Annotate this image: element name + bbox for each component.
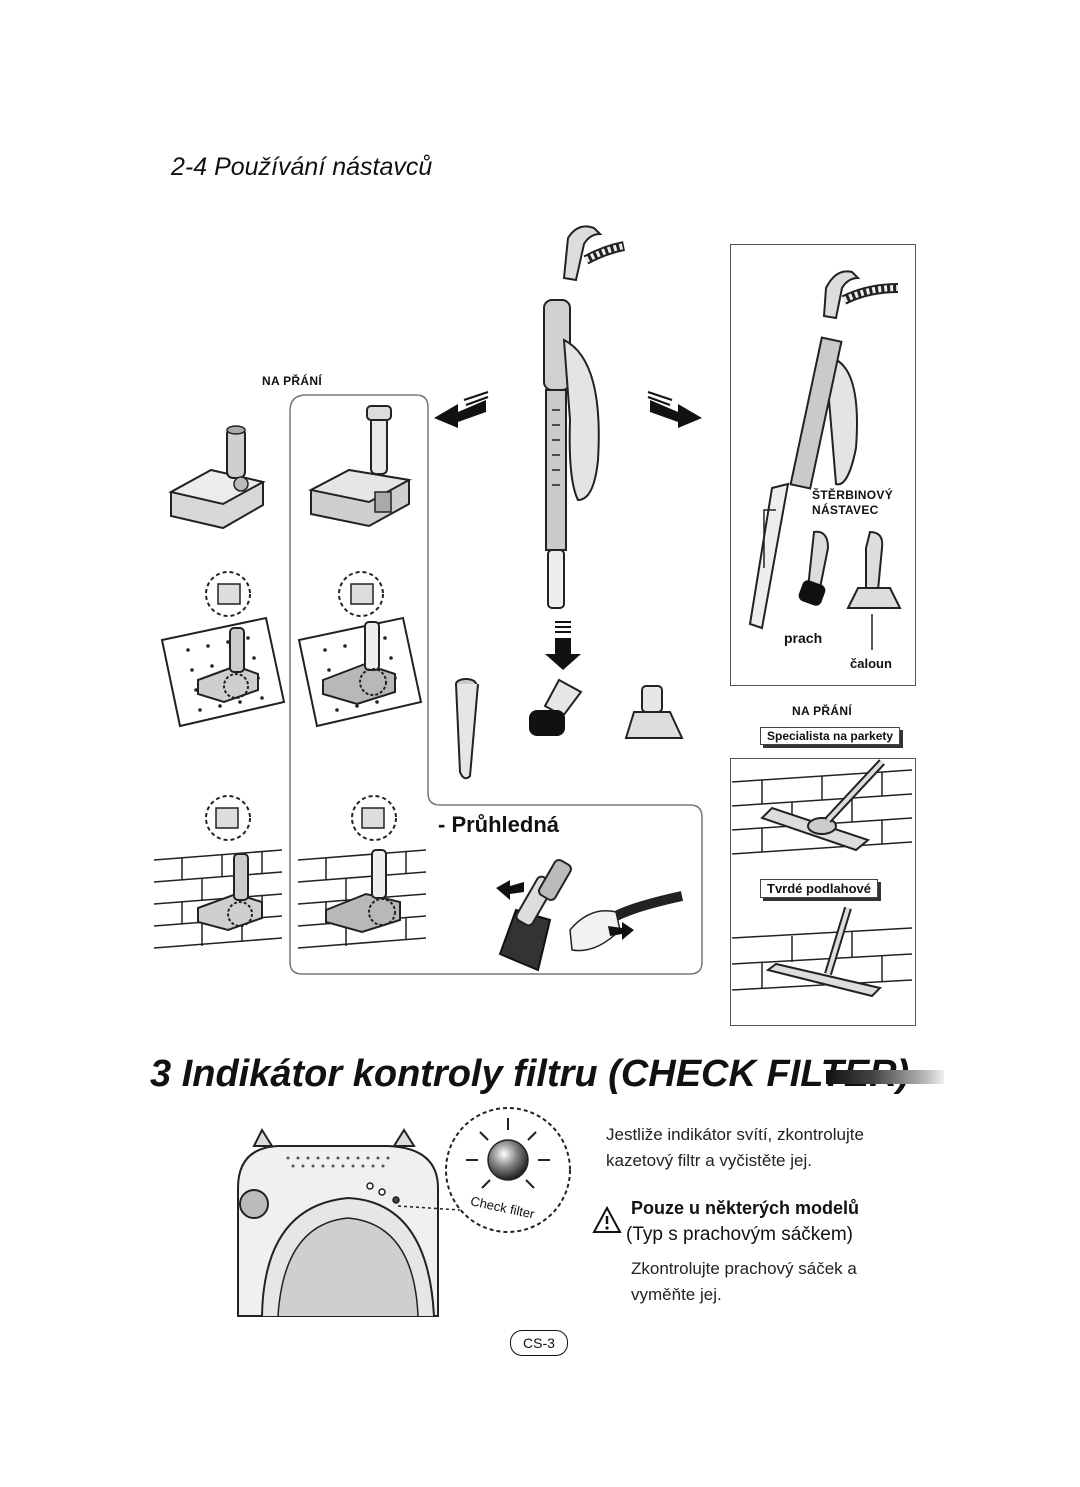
hard-floor-brush-illustration bbox=[731, 906, 913, 998]
instruction-line-3: Zkontrolujte prachový sáček a bbox=[631, 1259, 857, 1278]
warning-triangle-icon bbox=[592, 1205, 622, 1233]
instruction-line-1: Jestliže indikátor svítí, zkontrolujte bbox=[606, 1125, 864, 1144]
lamp-icon bbox=[487, 1139, 529, 1181]
upholstery-label: čaloun bbox=[850, 656, 892, 671]
transparent-brush-label: - Průhledná bbox=[438, 812, 560, 837]
check-filter-number: 3 bbox=[150, 1053, 172, 1095]
crevice-tool-label: ŠTĚRBINOVÝ NÁSTAVEC bbox=[812, 488, 893, 518]
dusting-brush-illustration bbox=[529, 678, 583, 736]
instruction-line-4: vyměňte jej. bbox=[631, 1285, 722, 1304]
vacuum-top-view-illustration bbox=[237, 1127, 439, 1317]
warning-title: Pouze u některých modelů bbox=[631, 1198, 860, 1218]
parquet-brush-illustration bbox=[731, 759, 913, 855]
dust-label: prach bbox=[784, 630, 823, 646]
dust-bag-instructions: Zkontrolujte prachový sáček a vyměňte je… bbox=[631, 1256, 857, 1308]
arrow-down-icon bbox=[545, 621, 581, 670]
heading-decoration-bar bbox=[826, 1070, 944, 1084]
carpet-mode-illustration-left bbox=[160, 571, 286, 728]
optional-label-right: NA PŘÁNÍ bbox=[792, 704, 852, 718]
hard-floor-mode-illustration-left bbox=[153, 795, 283, 949]
section-title: 2-4 Používání nástavců bbox=[171, 153, 433, 181]
arrow-left-icon bbox=[434, 391, 489, 428]
wand-with-crevice-illustration bbox=[748, 270, 902, 650]
hard-floor-mode-illustration-right bbox=[297, 795, 427, 949]
check-filter-instructions: Jestliže indikátor svítí, zkontrolujte k… bbox=[606, 1122, 864, 1174]
carpet-mode-illustration-right bbox=[297, 571, 423, 728]
optional-brush-illustration bbox=[308, 405, 413, 528]
page-number: CS-3 bbox=[510, 1330, 568, 1356]
crevice-tool-illustration bbox=[455, 678, 479, 780]
arrow-right-icon bbox=[647, 391, 702, 428]
floor-brush-panel bbox=[730, 758, 916, 1026]
indicator-lamp-callout bbox=[445, 1107, 571, 1233]
callout-connector bbox=[397, 1205, 461, 1211]
transparent-brush-illustration bbox=[496, 859, 684, 972]
instruction-line-2: kazetový filtr a vyčistěte jej. bbox=[606, 1151, 812, 1170]
upholstery-tool-illustration bbox=[624, 685, 684, 739]
crevice-tool-label-line2: NÁSTAVEC bbox=[812, 503, 879, 517]
hard-floor-brush-tag: Tvrdé podlahové bbox=[760, 879, 879, 898]
optional-label-left: NA PŘÁNÍ bbox=[262, 374, 322, 388]
floor-brush-illustration bbox=[168, 425, 266, 530]
check-filter-heading: 3 Indikátor kontroly filtru (CHECK FILTE… bbox=[150, 1053, 909, 1096]
crevice-tool-panel bbox=[730, 244, 916, 686]
crevice-tool-label-line1: ŠTĚRBINOVÝ bbox=[812, 488, 894, 502]
check-filter-title: Indikátor kontroly filtru (CHECK FILTER) bbox=[181, 1053, 910, 1095]
warning-subtitle: (Typ s prachovým sáčkem) bbox=[626, 1224, 853, 1245]
parquet-brush-tag: Specialista na parkety bbox=[760, 727, 901, 745]
vacuum-wand-illustration bbox=[543, 225, 626, 609]
